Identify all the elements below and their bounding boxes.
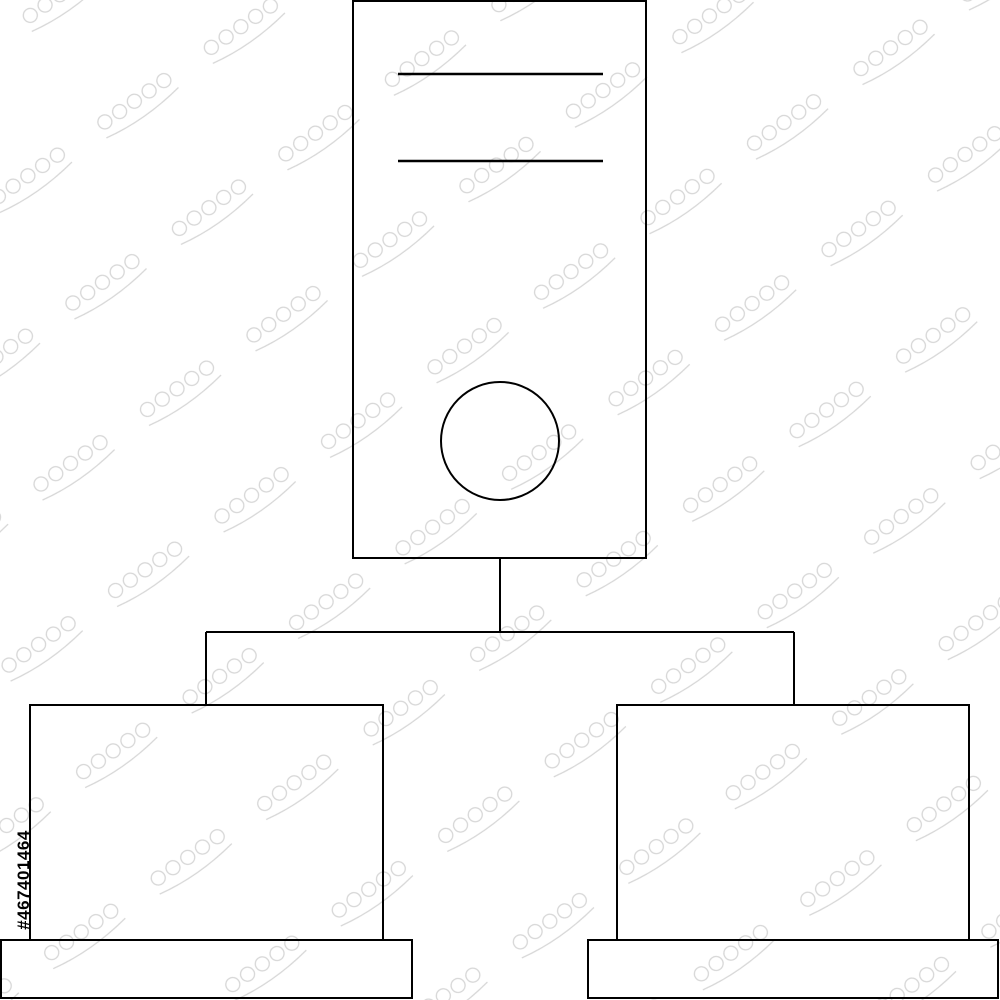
laptop-left-base	[0, 939, 413, 999]
laptop-right-screen	[616, 704, 970, 941]
laptop-right-base	[587, 939, 999, 999]
laptop-left-screen	[29, 704, 384, 941]
server-power-button	[440, 381, 560, 501]
laptop-icon-right	[587, 704, 999, 999]
server-tower-body	[352, 0, 647, 559]
network-connector-lines	[205, 558, 795, 705]
server-tower-icon	[352, 0, 647, 559]
stock-image-id: #467401464	[14, 830, 33, 930]
laptop-icon-left	[0, 704, 413, 999]
